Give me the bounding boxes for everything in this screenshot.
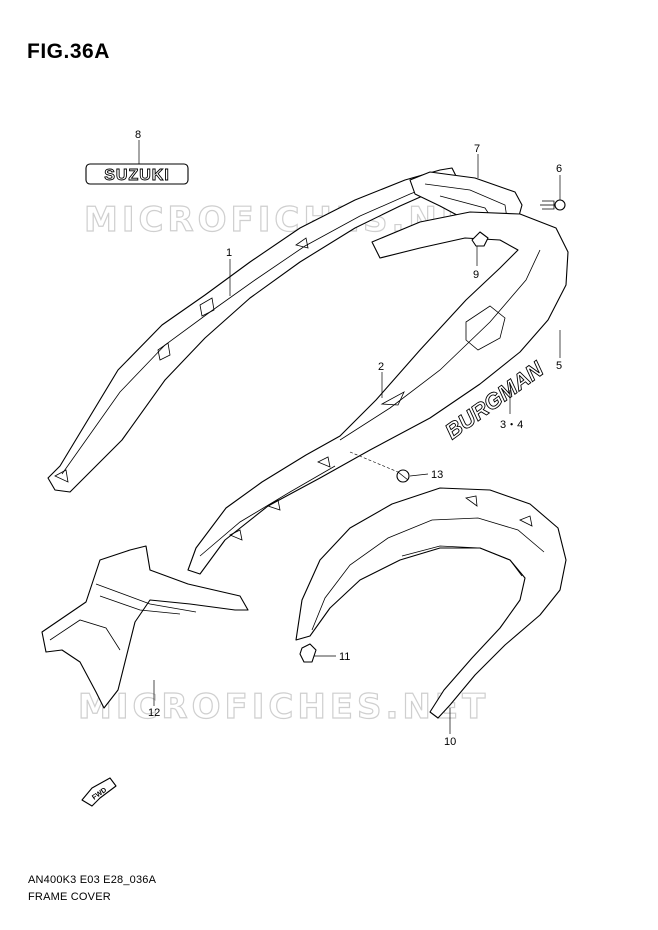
assembly-line-13	[349, 451, 399, 473]
callout-2: 2	[378, 361, 384, 373]
callout-1: 1	[226, 247, 232, 259]
diagram-code: AN400K3 E03 E28_036A	[28, 874, 157, 886]
figure-title: FIG.36A	[27, 40, 110, 63]
part-9-clip[interactable]	[471, 231, 489, 247]
part-8-suzuki-emblem[interactable]: SUZUKI	[85, 163, 189, 185]
callout-5: 5	[556, 360, 562, 372]
leader-13	[409, 473, 429, 477]
callout-10: 10	[444, 736, 456, 748]
part-6-screw[interactable]	[540, 199, 566, 211]
section-name: FRAME COVER	[28, 891, 111, 903]
callout-3-4: 3・4	[500, 419, 523, 431]
part-12-lower-front-cover[interactable]	[41, 545, 249, 709]
part-11-rivet[interactable]	[299, 643, 317, 663]
part-13-screw[interactable]	[396, 469, 410, 483]
part-2-frame-cover-body[interactable]	[187, 211, 569, 575]
part-10-lower-rear-cover[interactable]	[295, 487, 567, 719]
callout-11: 11	[339, 651, 350, 663]
callout-12: 12	[148, 707, 160, 719]
emblem-text: SUZUKI	[104, 167, 170, 184]
fwd-direction-arrow: FWD	[81, 777, 117, 807]
callout-7: 7	[474, 143, 480, 155]
watermark-bottom: MICROFICHES.NET	[78, 687, 489, 727]
callout-8: 8	[135, 129, 141, 141]
callout-13: 13	[431, 469, 443, 481]
callout-6: 6	[556, 163, 562, 175]
callout-9: 9	[473, 269, 479, 281]
